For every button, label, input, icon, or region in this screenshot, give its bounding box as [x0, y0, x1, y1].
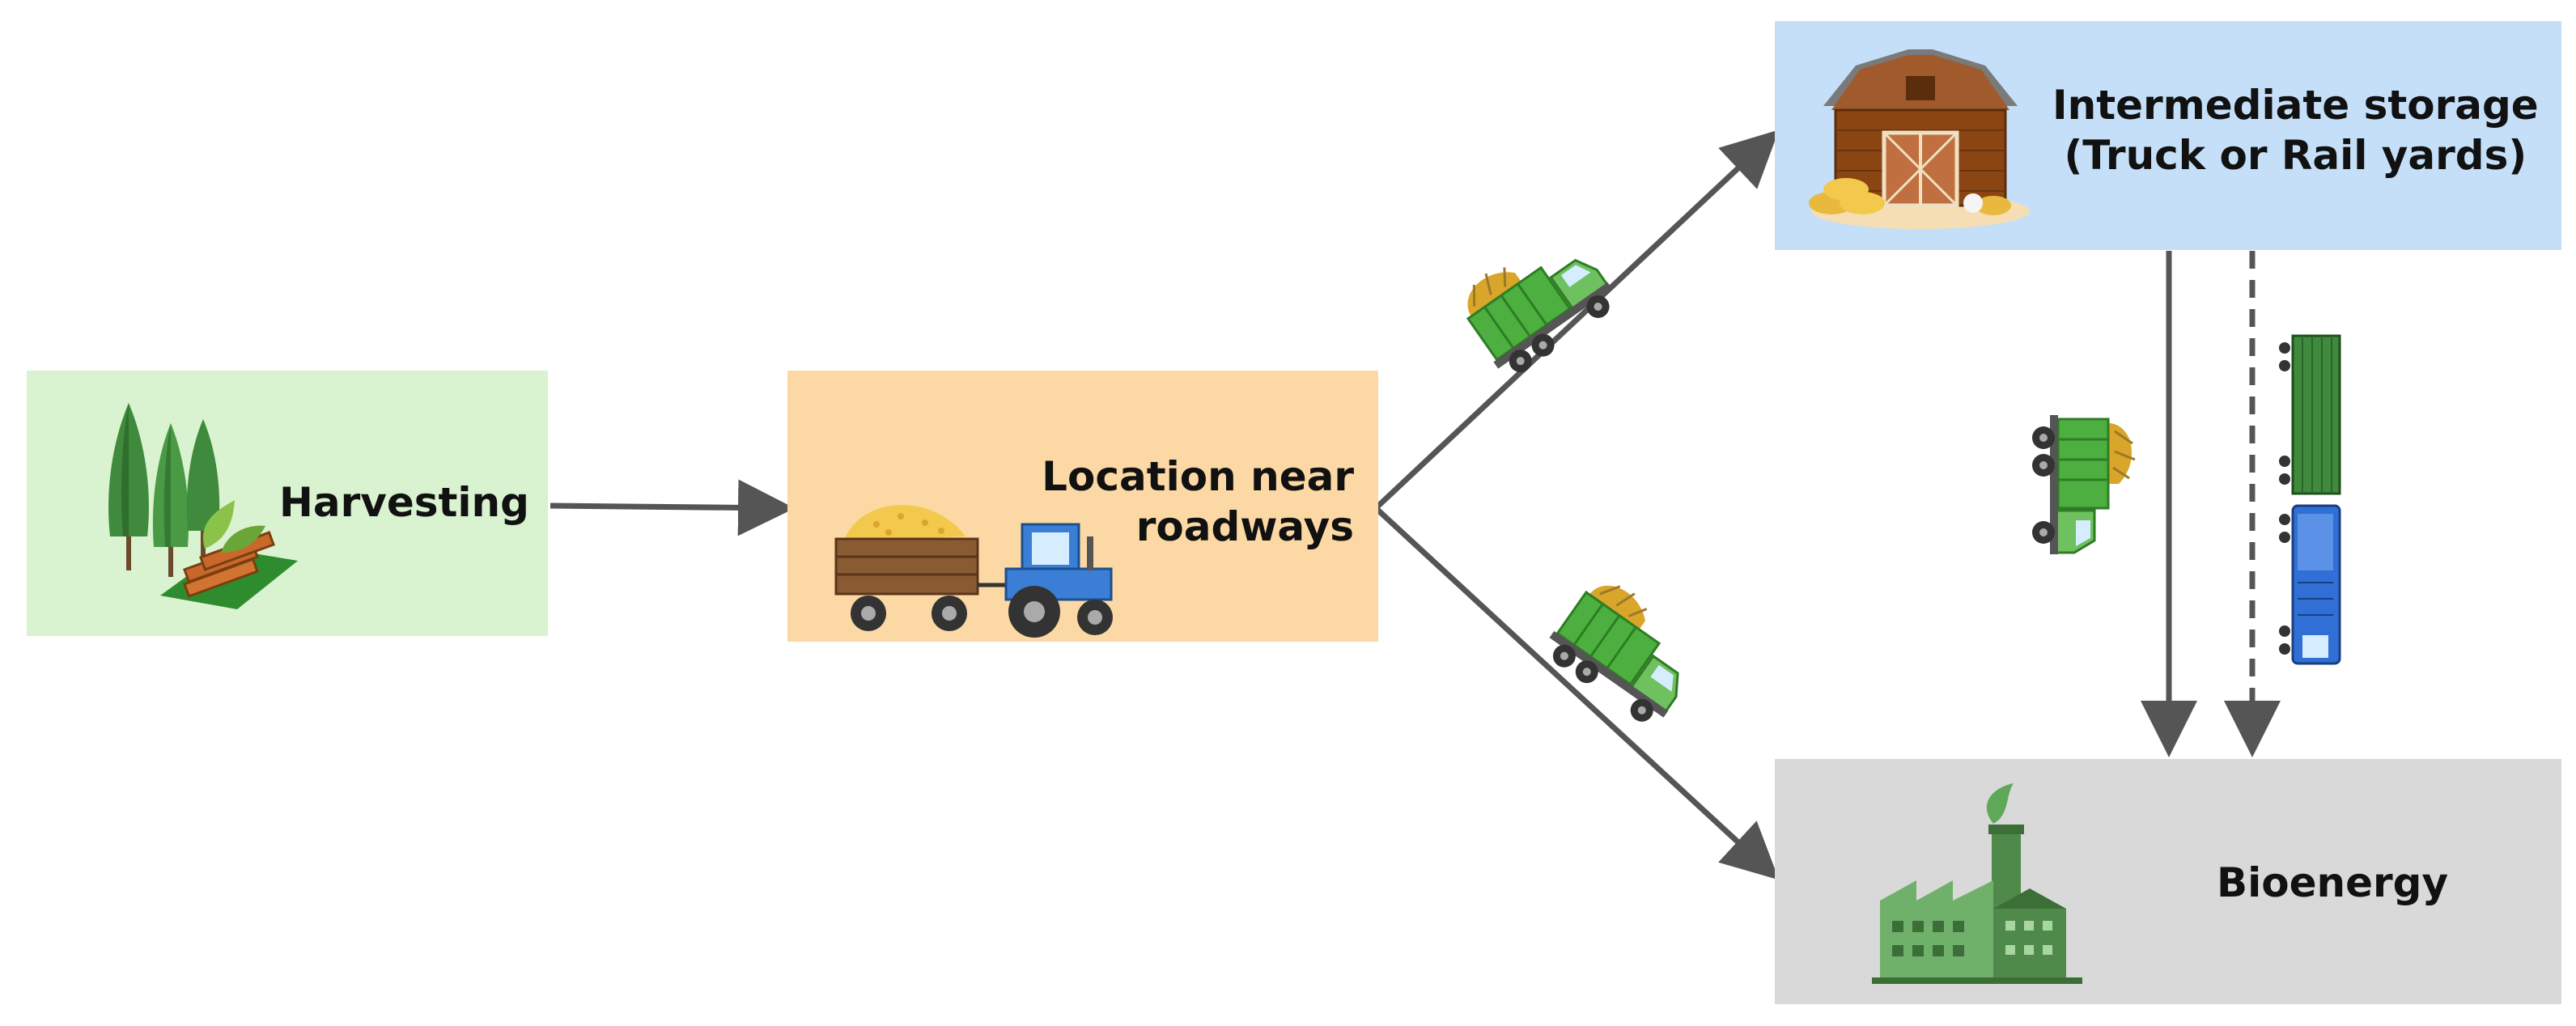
storage-label-line1: Intermediate storage — [2052, 82, 2539, 129]
roadways-label: Location near roadways — [1042, 452, 1354, 552]
arrow-roadways-to-bioenergy — [1373, 506, 1780, 880]
harvesting-label: Harvesting — [279, 479, 529, 526]
storage-box: Intermediate storage (Truck or Rail yard… — [1775, 21, 2561, 250]
dump-truck-icon-upper — [1448, 218, 1624, 385]
trees-with-logs-icon — [108, 403, 298, 609]
dump-truck-icon-vertical — [2031, 413, 2137, 556]
bioenergy-label: Bioenergy — [2217, 859, 2449, 906]
barn-icon — [1809, 49, 2030, 229]
train-icon — [2279, 334, 2341, 665]
storage-label: Intermediate storage (Truck or Rail yard… — [2052, 80, 2539, 180]
arrow-harvesting-to-roadways — [550, 479, 795, 536]
storage-label-line2: (Truck or Rail yards) — [2064, 132, 2527, 179]
roadways-label-line2: roadways — [1135, 503, 1354, 550]
arrow-roadways-to-storage — [1373, 129, 1780, 511]
roadways-label-line1: Location near — [1042, 453, 1354, 500]
factory-icon — [1872, 783, 2082, 984]
tractor-with-hay-trailer-icon — [834, 505, 1113, 638]
harvesting-box: Harvesting — [27, 371, 548, 636]
bioenergy-box: Bioenergy — [1775, 759, 2561, 1004]
dump-truck-icon-lower — [1538, 566, 1714, 734]
roadways-box: Location near roadways — [787, 371, 1378, 642]
